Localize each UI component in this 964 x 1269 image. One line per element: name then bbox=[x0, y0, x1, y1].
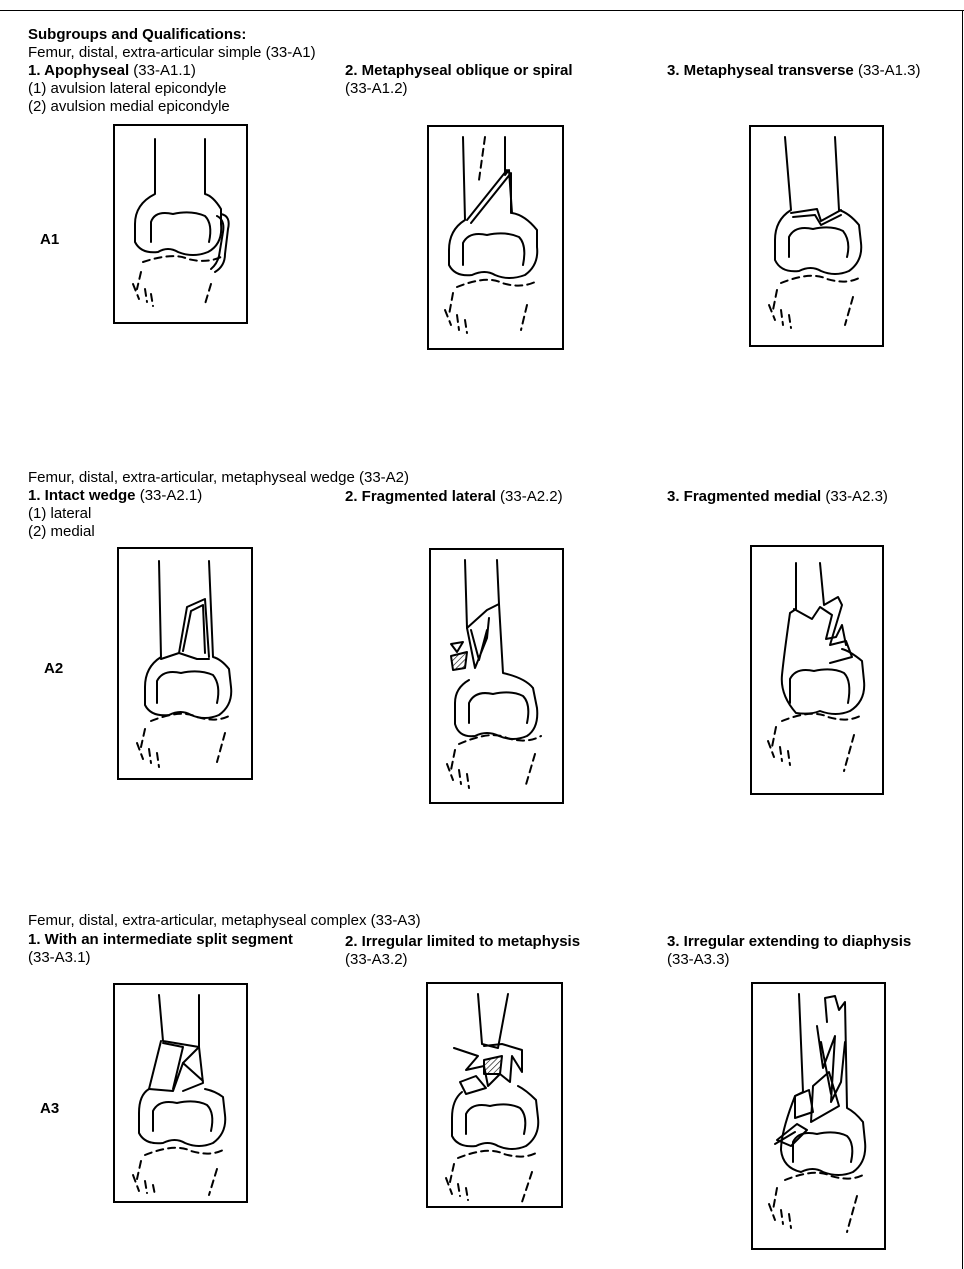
item-a2-3: 3. Fragmented medial (33-A2.3) bbox=[667, 488, 888, 505]
illustration-a1-3 bbox=[749, 125, 884, 347]
group-title-a1: Femur, distal, extra-articular simple (3… bbox=[28, 44, 316, 61]
row-label-a1: A1 bbox=[40, 231, 59, 248]
group-title-a3: Femur, distal, extra-articular, metaphys… bbox=[28, 912, 421, 929]
item-name: 2. Fragmented lateral bbox=[345, 488, 496, 505]
item-name: 1. Apophyseal bbox=[28, 62, 129, 79]
frame-right bbox=[962, 10, 963, 1269]
item-a3-3-name: 3. Irregular extending to diaphysis bbox=[667, 933, 911, 950]
item-a2-2: 2. Fragmented lateral (33-A2.2) bbox=[345, 488, 563, 505]
item-a2-1-sub-1: (1) lateral bbox=[28, 505, 91, 522]
item-code: (33-A2.2) bbox=[496, 488, 563, 505]
illustration-a2-2 bbox=[429, 548, 564, 804]
row-label-a3: A3 bbox=[40, 1100, 59, 1117]
illustration-a3-1 bbox=[113, 983, 248, 1203]
item-a3-3-code: (33-A3.3) bbox=[667, 951, 730, 968]
item-a2-1-sub-2: (2) medial bbox=[28, 523, 95, 540]
item-name: 1. Intact wedge bbox=[28, 487, 136, 504]
item-a3-1-name: 1. With an intermediate split segment bbox=[28, 931, 293, 948]
item-a3-2-name: 2. Irregular limited to metaphysis bbox=[345, 933, 580, 950]
group-title-a2: Femur, distal, extra-articular, metaphys… bbox=[28, 469, 409, 486]
illustration-a3-3 bbox=[751, 982, 886, 1250]
item-code: (33-A1.1) bbox=[129, 62, 196, 79]
item-a3-1-code: (33-A3.1) bbox=[28, 949, 91, 966]
item-a1-1: 1. Apophyseal (33-A1.1) bbox=[28, 62, 196, 79]
item-a1-1-sub-1: (1) avulsion lateral epicondyle bbox=[28, 80, 226, 97]
item-a3-2-code: (33-A3.2) bbox=[345, 951, 408, 968]
page-heading: Subgroups and Qualifications: bbox=[28, 26, 246, 43]
illustration-a1-2 bbox=[427, 125, 564, 350]
illustration-a1-1 bbox=[113, 124, 248, 324]
item-a2-1: 1. Intact wedge (33-A2.1) bbox=[28, 487, 202, 504]
item-a1-2-name: 2. Metaphyseal oblique or spiral bbox=[345, 62, 573, 79]
illustration-a2-3 bbox=[750, 545, 884, 795]
item-name: 3. Fragmented medial bbox=[667, 488, 821, 505]
frame-top bbox=[0, 10, 964, 11]
item-a1-1-sub-2: (2) avulsion medial epicondyle bbox=[28, 98, 230, 115]
row-label-a2: A2 bbox=[44, 660, 63, 677]
item-name: 3. Metaphyseal transverse bbox=[667, 62, 854, 79]
item-code: (33-A2.3) bbox=[821, 488, 888, 505]
item-code: (33-A2.1) bbox=[136, 487, 203, 504]
illustration-a3-2 bbox=[426, 982, 563, 1208]
item-a1-2-code: (33-A1.2) bbox=[345, 80, 408, 97]
item-code: (33-A1.3) bbox=[854, 62, 921, 79]
illustration-a2-1 bbox=[117, 547, 253, 780]
item-a1-3: 3. Metaphyseal transverse (33-A1.3) bbox=[667, 62, 920, 79]
